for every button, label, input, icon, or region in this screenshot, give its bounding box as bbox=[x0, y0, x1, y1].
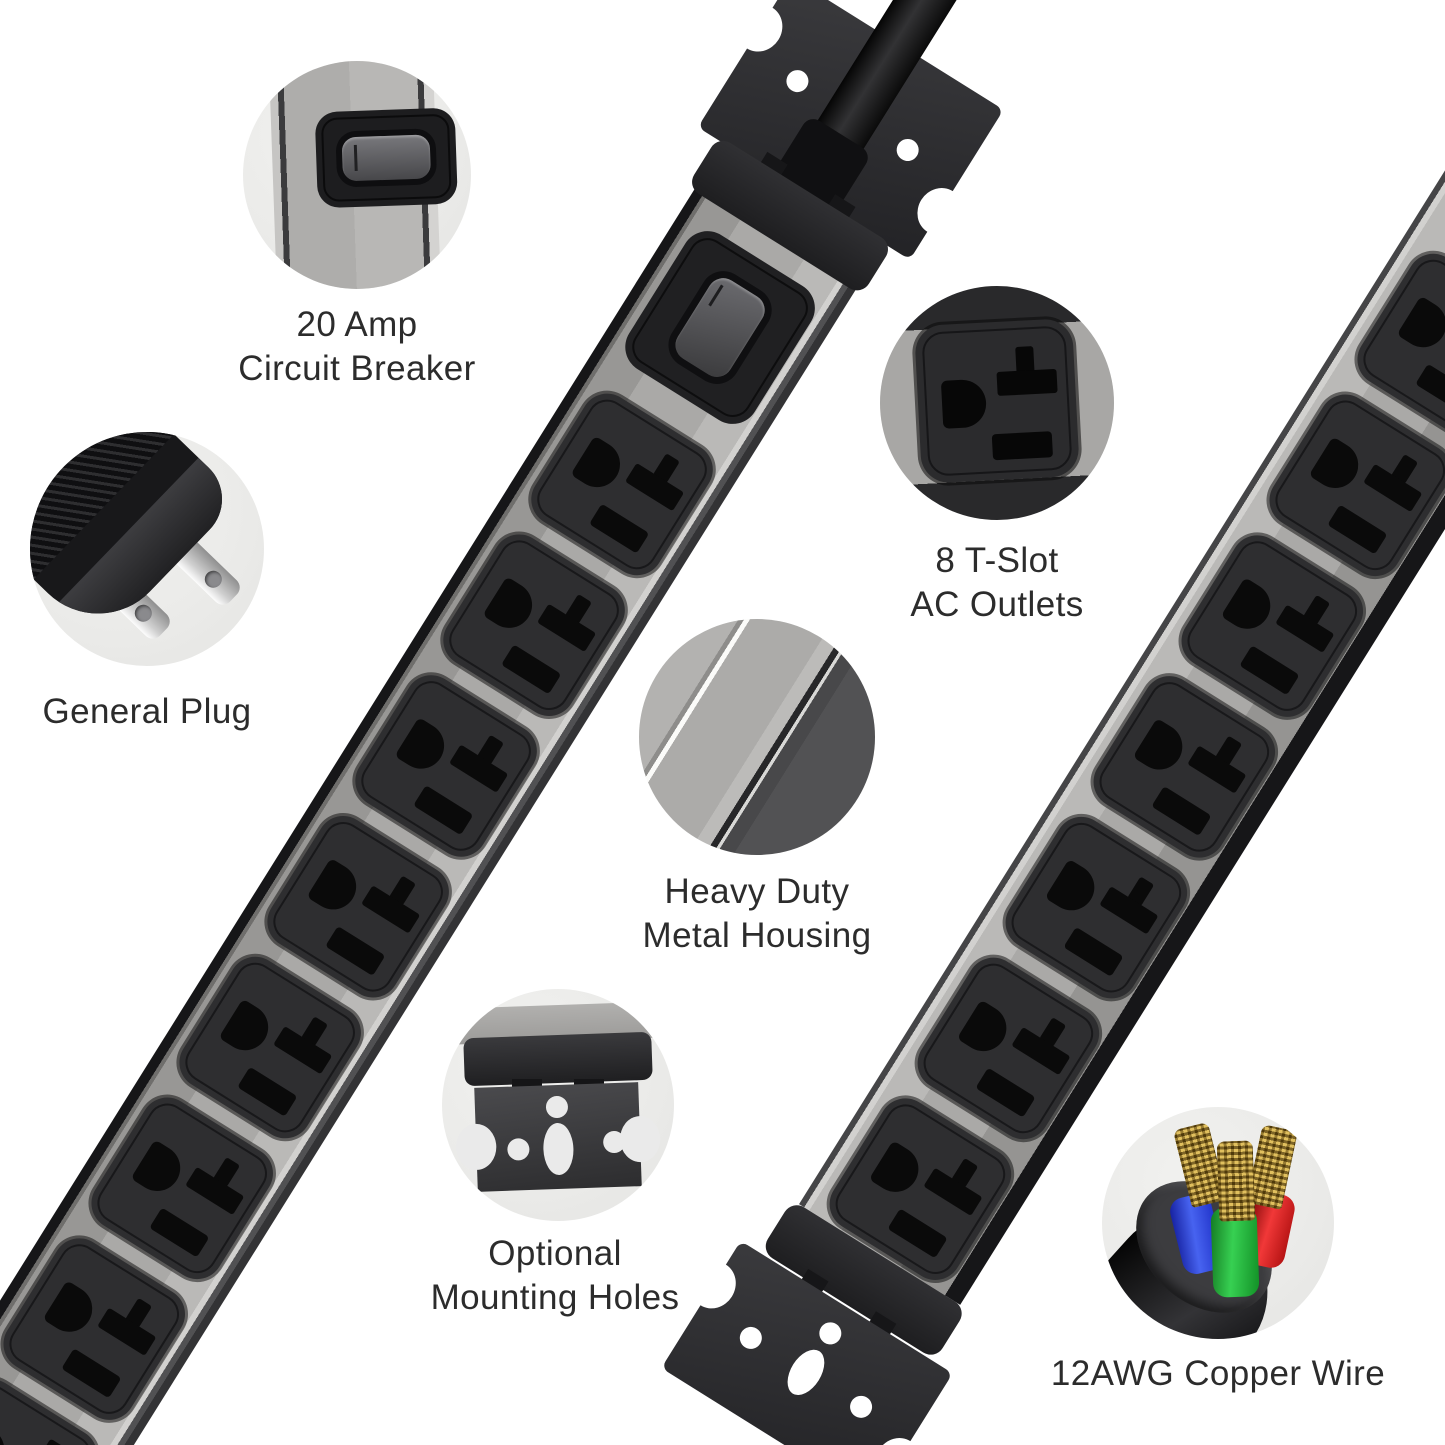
circuit-breaker-icon bbox=[268, 61, 458, 289]
metal-housing-inset bbox=[639, 619, 875, 855]
feature-label-copper-wire: 12AWG Copper Wire bbox=[1050, 1354, 1386, 1393]
copper-wire-inset bbox=[1102, 1107, 1334, 1339]
mounting-bracket-icon bbox=[442, 989, 674, 1221]
circuit-breaker-inset bbox=[243, 61, 471, 289]
power-plug-icon bbox=[30, 432, 264, 666]
feature-label-circuit-breaker: 20 Amp Circuit Breaker bbox=[238, 305, 476, 388]
ac-outlets-inset bbox=[880, 286, 1114, 520]
mounting-holes-inset bbox=[442, 989, 674, 1221]
feature-label-general-plug: General Plug bbox=[42, 692, 252, 731]
copper-wire-icon bbox=[1102, 1107, 1334, 1339]
feature-label-mounting-holes: Optional Mounting Holes bbox=[430, 1234, 680, 1317]
metal-housing-icon bbox=[639, 619, 875, 855]
feature-label-metal-housing: Heavy Duty Metal Housing bbox=[642, 872, 872, 955]
general-plug-inset bbox=[30, 432, 264, 666]
feature-label-ac-outlets: 8 T-Slot AC Outlets bbox=[910, 541, 1084, 624]
breaker-rocker bbox=[669, 272, 771, 383]
